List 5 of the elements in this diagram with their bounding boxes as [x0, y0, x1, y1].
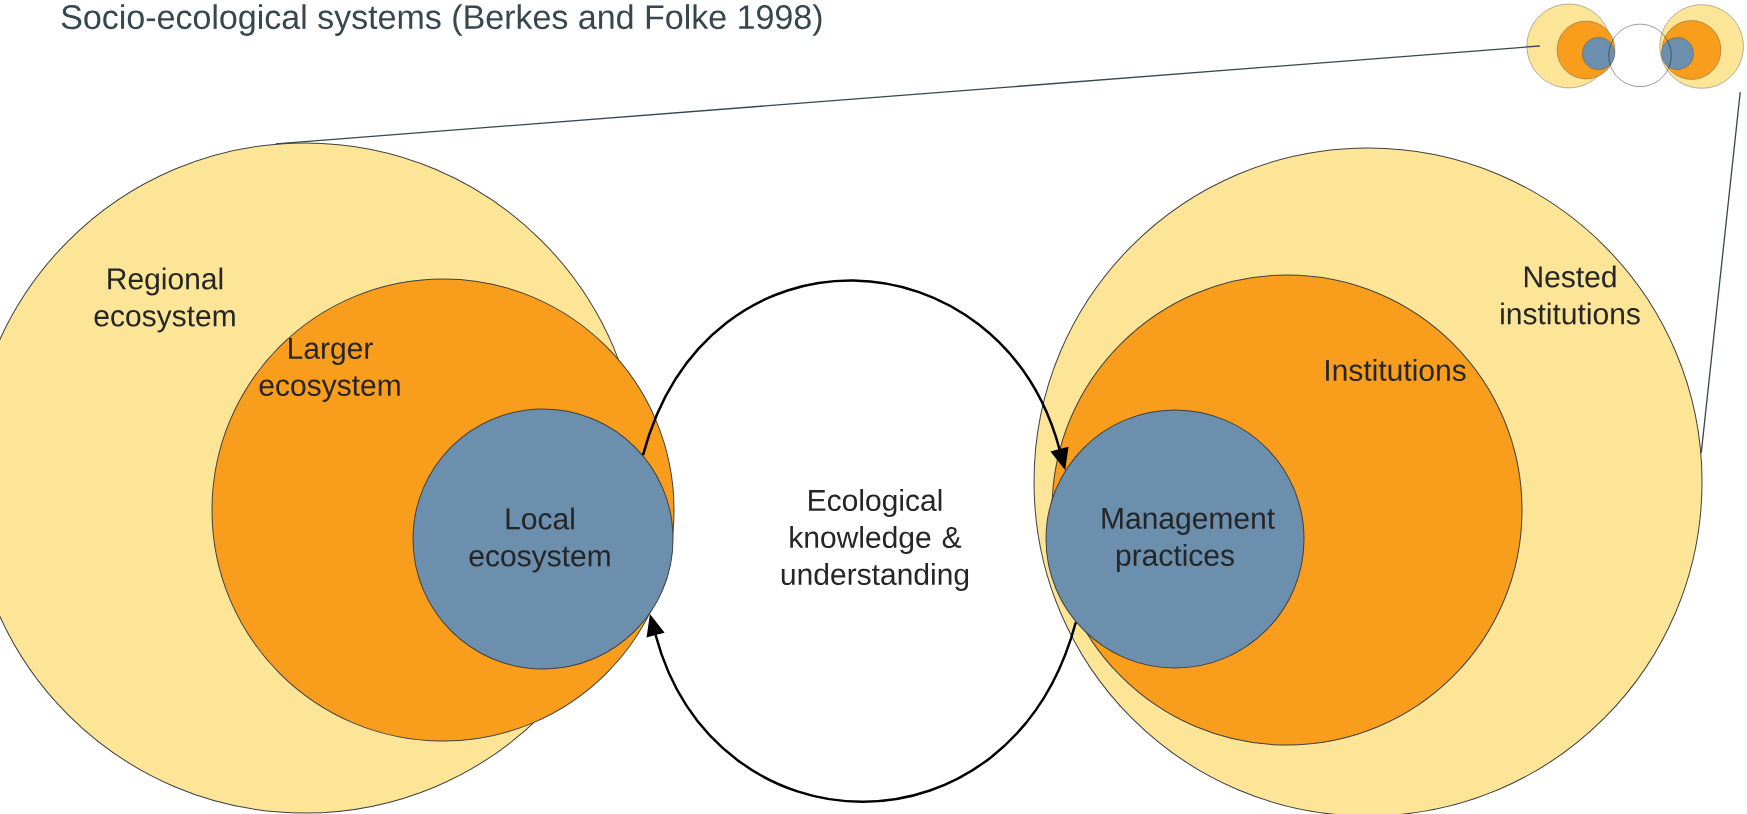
zoom-line: [275, 45, 1541, 145]
title: Socio-ecological systems (Berkes and Folke 1998): [61, 4, 822, 36]
zoom-line: [1700, 91, 1741, 454]
picture: [1526, 3, 1744, 89]
knowledge-label: Ecological knowledge & understanding: [781, 489, 969, 591]
